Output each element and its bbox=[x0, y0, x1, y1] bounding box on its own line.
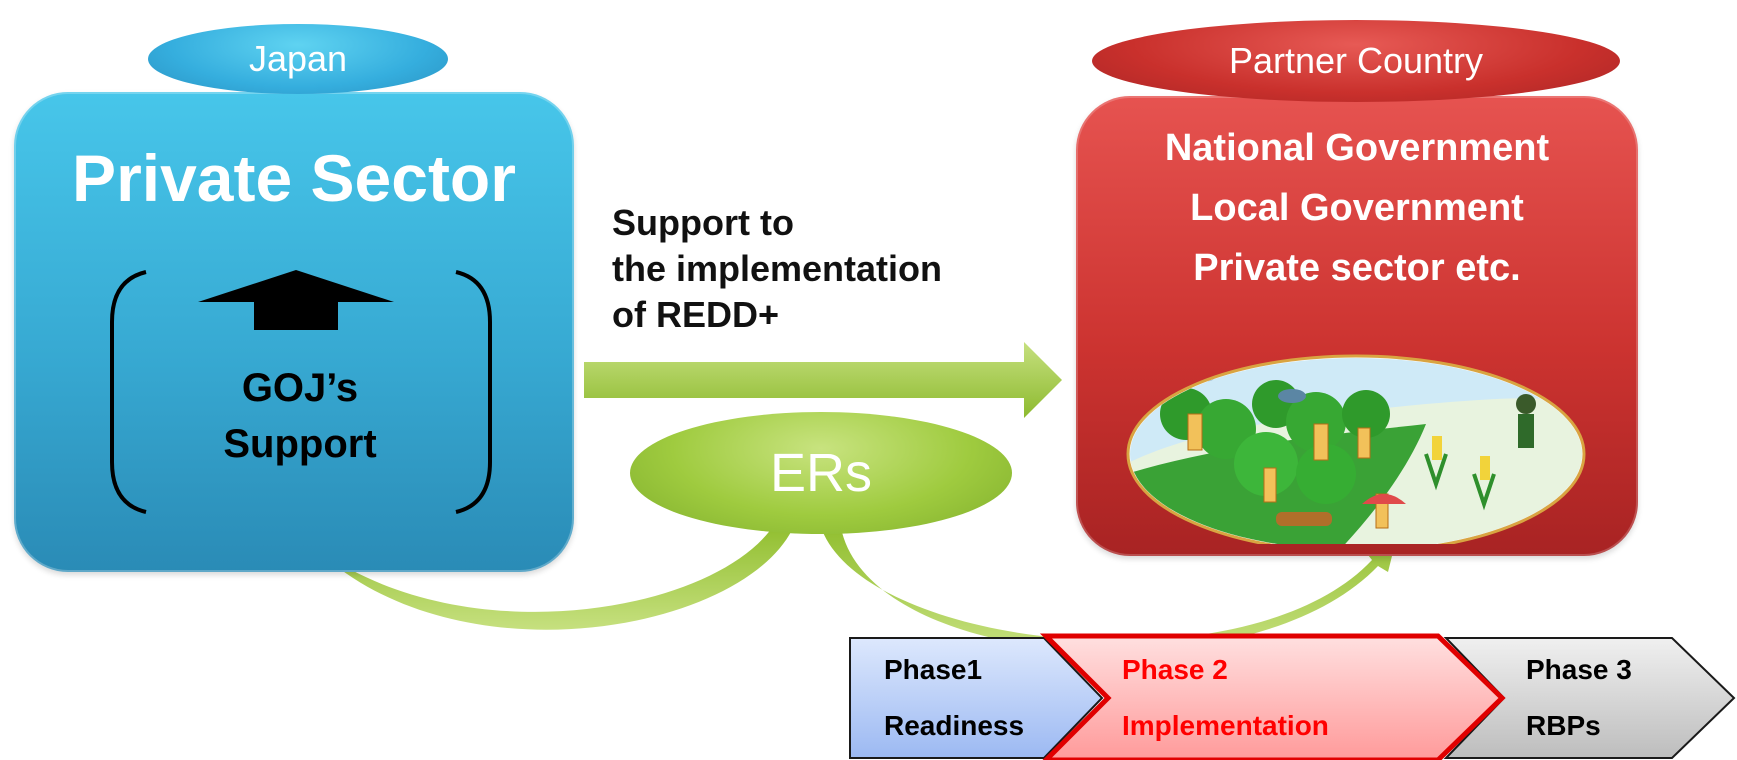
arrow-label-line3: of REDD+ bbox=[612, 294, 780, 335]
partner-country-label: Partner Country bbox=[1092, 20, 1620, 102]
private-sector-title: Private Sector bbox=[72, 141, 516, 215]
right-paren bbox=[455, 270, 492, 514]
goj-support-label: GOJ’s Support bbox=[170, 360, 430, 472]
right-arrow-icon bbox=[584, 342, 1062, 418]
actor-local-government: Local Government bbox=[1190, 187, 1524, 229]
phase3-name: Phase 3 bbox=[1526, 654, 1632, 685]
phase2-label: Phase 2 Implementation bbox=[1122, 642, 1329, 754]
phase1-chevron bbox=[849, 637, 1104, 759]
phase-chevrons bbox=[849, 633, 1736, 760]
phase2-name: Phase 2 bbox=[1122, 654, 1228, 685]
actor-national-government: National Government bbox=[1164, 127, 1550, 169]
curve-arrow-to-japan bbox=[298, 522, 792, 630]
actor-private-sector: Private sector etc. bbox=[1193, 247, 1521, 289]
arrow-label-line1: Support to bbox=[612, 202, 794, 243]
phase1-label: Phase1 Readiness bbox=[884, 642, 1024, 754]
partner-actor-list: National Government Local Government Pri… bbox=[1076, 118, 1638, 298]
goj-support-line2: Support bbox=[223, 422, 377, 466]
phase1-name: Phase1 bbox=[884, 654, 983, 685]
phase2-chevron bbox=[1039, 633, 1506, 760]
support-arrow bbox=[584, 342, 1062, 418]
phase1-sub: Readiness bbox=[884, 710, 1025, 741]
support-bracket-graphic bbox=[110, 270, 492, 514]
arrow-label-line2: the implementation bbox=[612, 248, 943, 289]
japan-label: Japan bbox=[148, 24, 448, 94]
private-sector-box bbox=[14, 92, 574, 572]
goj-support-line1: GOJ’s bbox=[241, 366, 359, 410]
phase3-label: Phase 3 RBPs bbox=[1526, 642, 1632, 754]
arrow-support-label: Support to the implementation of REDD+ bbox=[612, 200, 942, 338]
left-paren bbox=[110, 270, 147, 514]
phase2-sub: Implementation bbox=[1122, 710, 1329, 741]
forest-illustration bbox=[1126, 354, 1586, 544]
ers-ellipse: ERs bbox=[630, 412, 1012, 534]
up-arrow-icon bbox=[198, 270, 394, 302]
phase3-sub: RBPs bbox=[1526, 710, 1601, 741]
